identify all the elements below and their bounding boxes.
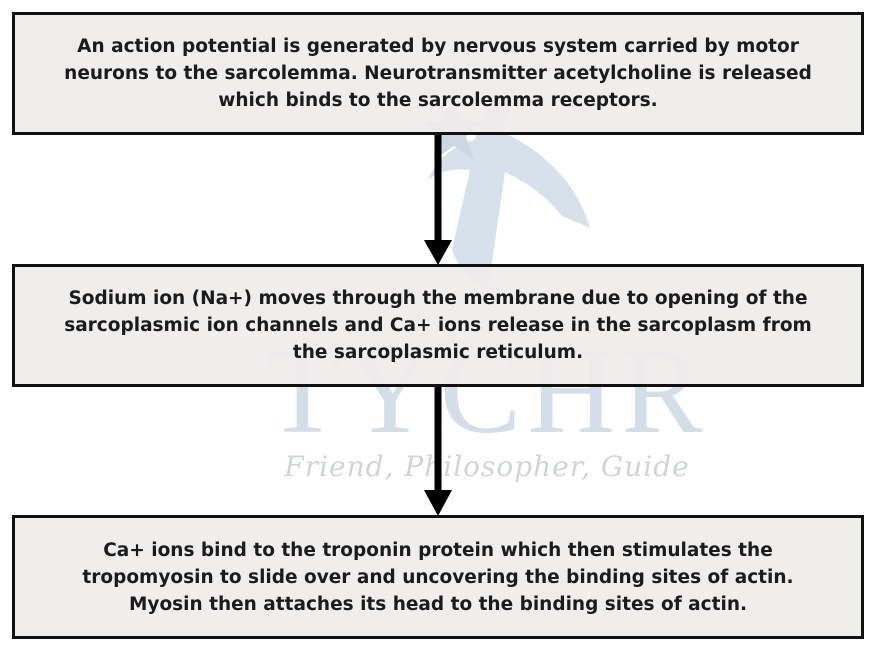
flowchart-step-2: Sodium ion (Na+) moves through the membr… — [12, 264, 864, 387]
flowchart-step-1: An action potential is generated by nerv… — [12, 12, 864, 135]
arrow-step-2-to-3 — [424, 387, 452, 516]
flowchart-step-3: Ca+ ions bind to the troponin protein wh… — [12, 515, 864, 639]
arrow-step-1-to-2 — [424, 135, 452, 265]
watermark-tagline: Friend, Philosopher, Guide — [283, 450, 689, 483]
step-3-text: Ca+ ions bind to the troponin protein wh… — [82, 539, 794, 615]
step-2-text: Sodium ion (Na+) moves through the membr… — [64, 288, 812, 363]
step-1-text: An action potential is generated by nerv… — [64, 36, 812, 111]
